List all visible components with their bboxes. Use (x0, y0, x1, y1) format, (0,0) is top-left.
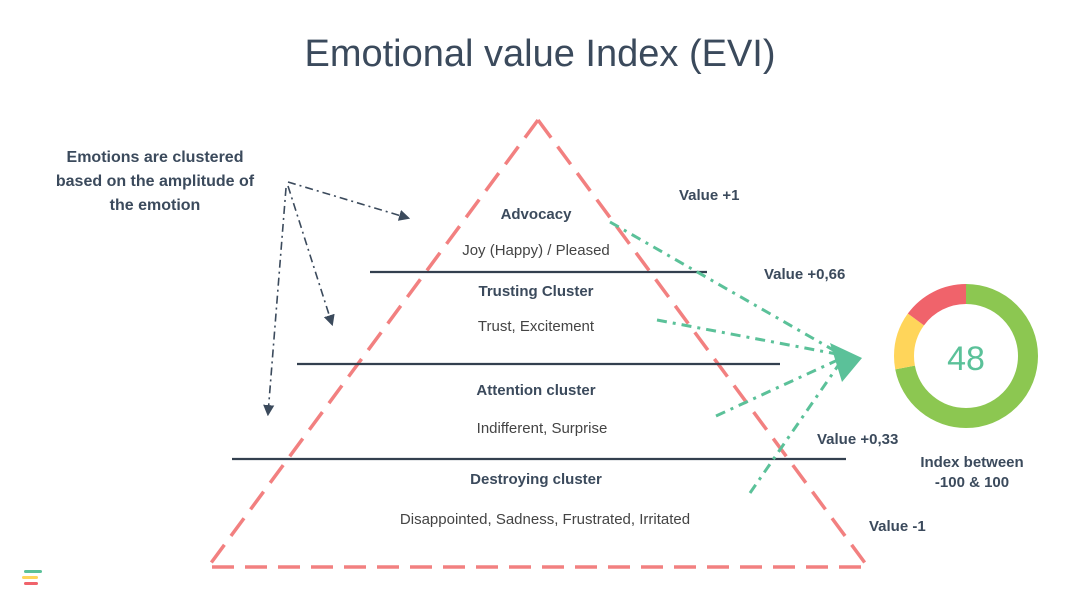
gauge-segments (894, 284, 1038, 428)
value-label: Value +0,33 (817, 431, 898, 448)
note-line: Emotions are clustered (67, 149, 244, 166)
cluster-emotions: Joy (Happy) / Pleased (462, 242, 610, 259)
pyramid (206, 118, 870, 569)
logo-bar (24, 570, 42, 573)
value-label: Value +1 (679, 187, 739, 204)
value-arrow (656, 318, 843, 357)
value-arrow (748, 359, 844, 494)
pyramid-left-edge (206, 118, 540, 569)
cluster-name: Advocacy (501, 206, 573, 223)
note-line: the emotion (110, 197, 201, 214)
value-label: Value -1 (869, 518, 926, 535)
note-line: based on the amplitude of (56, 173, 255, 190)
cluster-emotions: Indifferent, Surprise (477, 420, 608, 437)
cluster-name: Destroying cluster (470, 471, 602, 488)
gauge-caption-line: -100 & 100 (935, 474, 1009, 491)
note-pointers (263, 181, 411, 417)
logo-bar (22, 576, 38, 579)
pyramid-right-edge (536, 118, 870, 569)
cluster-emotions: Trust, Excitement (478, 318, 595, 335)
logo-bar (24, 582, 38, 585)
value-arrow (609, 220, 843, 357)
stacked-bars-logo-icon (22, 570, 42, 585)
gauge-caption-line: Index between (920, 454, 1023, 471)
cluster-dividers (232, 270, 846, 461)
pointer-arrow (287, 181, 411, 221)
cluster-labels: Advocacy Joy (Happy) / Pleased Trusting … (400, 206, 690, 528)
value-label: Value +0,66 (764, 266, 845, 283)
pointer-arrow (263, 187, 287, 417)
evi-gauge: 48 (894, 284, 1038, 428)
cluster-emotions: Disappointed, Sadness, Frustrated, Irrit… (400, 511, 690, 528)
value-labels: Value +1 Value +0,66 Value +0,33 Value -… (679, 187, 926, 535)
gauge-segment (894, 284, 1038, 428)
gauge-value: 48 (947, 340, 985, 378)
cluster-name: Attention cluster (476, 382, 595, 399)
value-arrows (609, 220, 844, 494)
arrow-head-icon (830, 343, 862, 382)
page-title: Emotional value Index (EVI) (304, 33, 775, 75)
gauge-caption: Index between -100 & 100 (920, 454, 1023, 491)
gauge-segment (894, 284, 1038, 428)
cluster-name: Trusting Cluster (478, 283, 593, 300)
cluster-note: Emotions are clustered based on the ampl… (56, 149, 255, 214)
pointer-arrow (287, 185, 335, 327)
